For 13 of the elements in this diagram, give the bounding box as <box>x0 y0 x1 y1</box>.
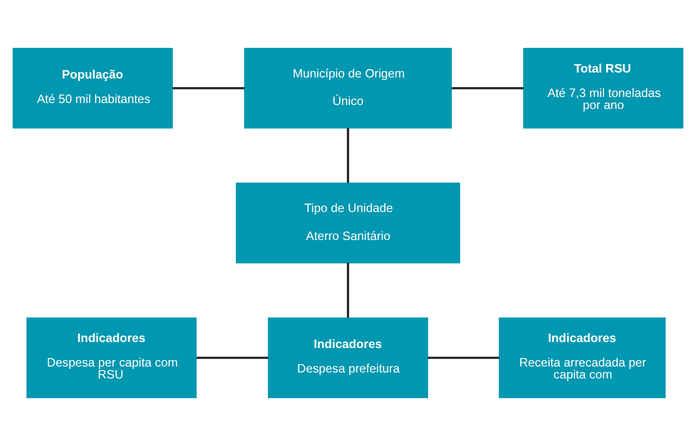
node-box: Tipo de Unidade Aterro Sanitário <box>236 182 460 263</box>
connector <box>346 262 350 318</box>
node-box: Indicadores Despesa per capita com RSU <box>26 316 197 398</box>
connector <box>346 128 350 182</box>
node-box: Município de Origem Único <box>244 47 452 128</box>
node-box: População Até 50 mil habitantes <box>12 47 173 128</box>
connector <box>428 356 500 358</box>
node-box: Indicadores Despesa prefeitura <box>268 316 428 398</box>
connector <box>172 86 244 89</box>
node-box: Total RSU Até 7,3 mil toneladas por ano <box>523 47 684 128</box>
connector <box>196 356 268 358</box>
node-box: Indicadores Receita arrecadada per capita com <box>498 316 666 398</box>
connector <box>452 86 524 89</box>
